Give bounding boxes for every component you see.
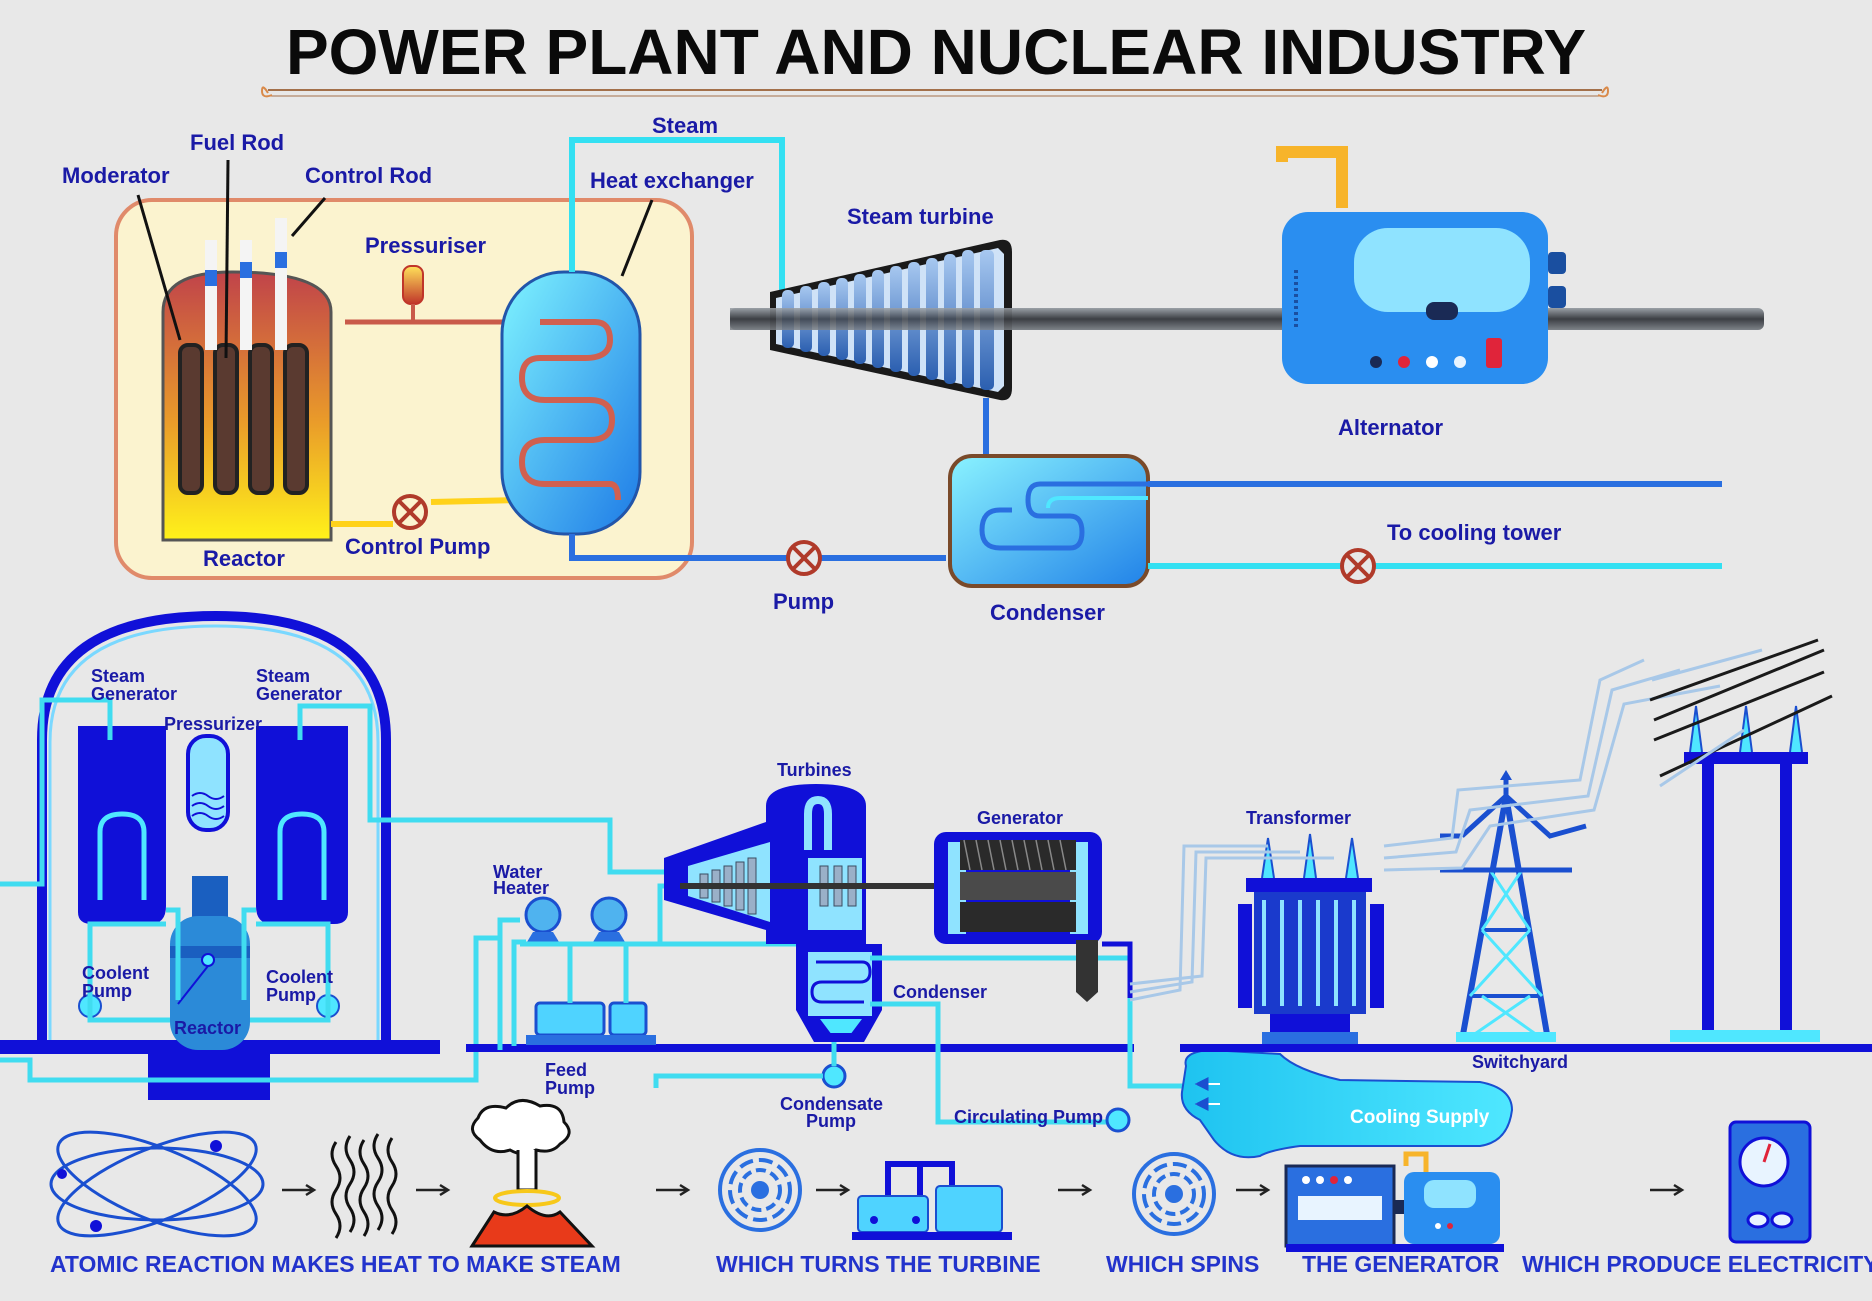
condenser-bottom: [796, 944, 882, 1042]
pump-label: Pump: [773, 589, 834, 614]
coolent-pump-left-label-2: Pump: [82, 981, 132, 1001]
fuel-rod: [283, 343, 309, 495]
transformer-label: Transformer: [1246, 808, 1351, 828]
feed-pump-label-2: Pump: [545, 1078, 595, 1098]
steam-generator-right-label-2: Generator: [256, 684, 342, 704]
fuel-rod: [213, 343, 239, 495]
steam-generator-right-label-1: Steam: [256, 666, 310, 686]
water-heater-label-1: Water: [493, 862, 542, 882]
steam-generator-left-label-1: Steam: [91, 666, 145, 686]
fuel-rod-label: Fuel Rod: [190, 130, 284, 155]
condensate-pump-label-2: Pump: [806, 1111, 856, 1131]
coolent-pump-left-label-1: Coolent: [82, 963, 149, 983]
turbine-housing-icon: [852, 1161, 1012, 1240]
coolent-pump-right-label-2: Pump: [266, 985, 316, 1005]
generator-fan-icon: [1132, 1152, 1216, 1236]
steam-turbine: [730, 239, 1030, 401]
control-rod: [205, 240, 217, 350]
condenser-label: Condenser: [990, 600, 1105, 625]
reactor-vessel: [161, 218, 333, 542]
moderator-label: Moderator: [62, 163, 170, 188]
control-rod-label: Control Rod: [305, 163, 432, 188]
steam-turbine-label: Steam turbine: [847, 204, 994, 229]
pressurizer-label: Pressurizer: [164, 714, 262, 734]
circulating-pump-label: Circulating Pump: [954, 1107, 1103, 1127]
water-heater-label-2: Heater: [493, 878, 549, 898]
fuel-rod: [248, 343, 274, 495]
title-underline: [260, 86, 1610, 98]
fuel-rod: [178, 343, 204, 495]
transmission-tower-icon: [1440, 770, 1587, 1042]
pressuriser-label: Pressuriser: [365, 233, 487, 258]
step-caption-4: THE GENERATOR: [1302, 1251, 1500, 1277]
pressuriser: [402, 265, 424, 322]
control-rod: [275, 218, 287, 350]
alternator-label: Alternator: [1338, 415, 1444, 440]
pylon: [1649, 638, 1833, 1042]
cooling-valve: [1340, 548, 1376, 584]
step-caption-2: WHICH TURNS THE TURBINE: [716, 1251, 1041, 1277]
generator: [934, 832, 1133, 1002]
page-title: POWER PLANT AND NUCLEAR INDUSTRY: [286, 16, 1586, 88]
condensate-pump-label-1: Condensate: [780, 1094, 883, 1114]
coolent-pump-right-label-1: Coolent: [266, 967, 333, 987]
condenser: [948, 454, 1150, 588]
atom-icon: [49, 1130, 265, 1238]
step-caption-5: WHICH PRODUCE ELECTRICITY: [1522, 1251, 1872, 1277]
heat-waves-icon: [330, 1133, 398, 1239]
water-heater-1: [524, 896, 562, 934]
turbines: [664, 784, 940, 944]
steam-eruption-icon: [469, 1099, 596, 1248]
generator-unit-icon: [1284, 1151, 1504, 1252]
pressurizer: [186, 734, 230, 832]
alternator: [1276, 146, 1566, 384]
water-heater-2: [590, 896, 628, 934]
control-rod: [240, 240, 252, 350]
circulating-pump: [1105, 1107, 1131, 1133]
turbine-fan-icon: [718, 1148, 802, 1232]
turbines-label: Turbines: [777, 760, 852, 780]
generator-label: Generator: [977, 808, 1063, 828]
step-caption-3: WHICH SPINS: [1106, 1251, 1259, 1277]
reactor-bottom-label: Reactor: [174, 1018, 241, 1038]
pump-valve: [786, 540, 822, 576]
reactor-core: [170, 876, 250, 1050]
condenser-bottom-label: Condenser: [893, 982, 987, 1002]
to-cooling-tower-label: To cooling tower: [1387, 520, 1562, 545]
feed-pump: [534, 1001, 606, 1037]
step-caption-1: ATOMIC REACTION MAKES HEAT TO MAKE STEAM: [50, 1251, 621, 1277]
steam-label: Steam: [652, 113, 718, 138]
condensate-pump: [821, 1063, 847, 1089]
steam-generator-left-label-2: Generator: [91, 684, 177, 704]
transformer: [1238, 833, 1384, 1044]
control-pump-label: Control Pump: [345, 534, 490, 559]
control-pump-valve: [392, 494, 428, 530]
reactor-label: Reactor: [203, 546, 285, 571]
containment-dome: [37, 610, 391, 1044]
cooling-supply-label: Cooling Supply: [1350, 1107, 1490, 1128]
steam-generator-right: [256, 726, 348, 924]
cooling-supply: [1180, 1048, 1514, 1159]
steam-generator-left: [78, 726, 166, 924]
switchyard-label: Switchyard: [1472, 1052, 1568, 1072]
heat-exchanger-label: Heat exchanger: [590, 168, 754, 193]
electric-meter-icon: [1728, 1120, 1812, 1244]
feed-pump-label-1: Feed: [545, 1060, 587, 1080]
